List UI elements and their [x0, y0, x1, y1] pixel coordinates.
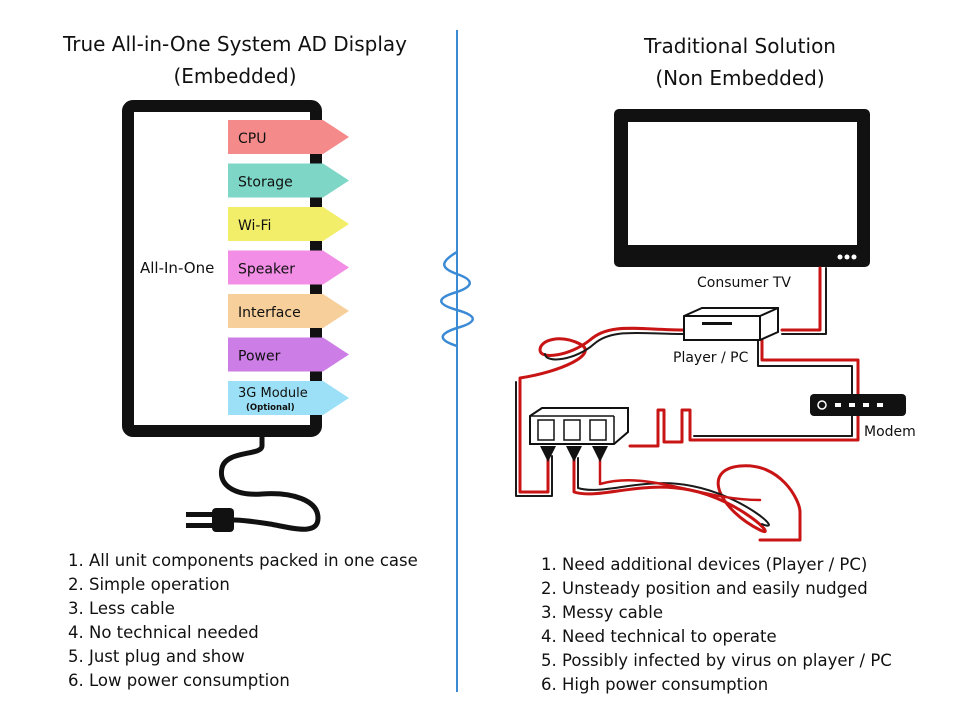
center-divider [456, 30, 458, 692]
modem-icon [810, 394, 906, 416]
plug-icon [212, 508, 234, 532]
list-item: 6. High power consumption [541, 675, 769, 694]
component-arrow [228, 381, 349, 415]
component-label: Speaker [238, 262, 295, 278]
traditional-drawbacks-list: 1. Need additional devices (Player / PC)… [541, 553, 941, 697]
consumer-tv-icon [614, 109, 870, 267]
list-item: 4. Need technical to operate [541, 627, 777, 646]
all-in-one-label: All-In-One [140, 259, 214, 277]
right-title-line2: (Non Embedded) [655, 66, 825, 90]
component-arrow [228, 207, 349, 241]
cables [515, 266, 860, 542]
player-pc-icon [683, 307, 779, 341]
list-item: 2. Unsteady position and easily nudged [541, 579, 868, 598]
list-item: 1. Need additional devices (Player / PC) [541, 555, 868, 574]
component-label: CPU [238, 131, 266, 147]
component-tag-speaker: Speaker [228, 250, 349, 285]
list-item: 3. Less cable [68, 599, 175, 618]
component-label: Interface [238, 305, 301, 321]
component-label: 3G Module [238, 386, 308, 401]
component-label: Storage [238, 175, 293, 191]
component-arrow [228, 250, 349, 285]
wave-icon [440, 250, 474, 348]
component-tag-wi-fi: Wi-Fi [228, 207, 349, 241]
component-tag-cpu: CPU [228, 120, 349, 154]
power-cord [186, 431, 321, 532]
component-tag-power: Power [228, 337, 349, 372]
right-title: Traditional Solution (Non Embedded) [590, 30, 890, 94]
list-item: 5. Just plug and show [68, 647, 245, 666]
component-tag-interface: Interface [228, 294, 349, 328]
component-label: Power [238, 349, 281, 365]
left-title: True All-in-One System AD Display (Embed… [30, 28, 440, 92]
player-label: Player / PC [673, 350, 749, 366]
list-item: 2. Simple operation [68, 575, 230, 594]
left-title-line2: (Embedded) [173, 64, 297, 88]
component-arrow [228, 294, 349, 328]
embedded-advantages-list: 1. All unit components packed in one cas… [68, 549, 448, 693]
component-arrow [228, 337, 349, 372]
component-label: Wi-Fi [238, 218, 271, 234]
list-item: 5. Possibly infected by virus on player … [541, 651, 892, 670]
list-item: 6. Low power consumption [68, 671, 290, 690]
right-title-line1: Traditional Solution [644, 34, 836, 58]
component-arrow [228, 163, 349, 198]
modem-label: Modem [864, 424, 916, 440]
tv-label: Consumer TV [697, 275, 791, 291]
power-strip-icon [529, 407, 629, 462]
component-tag-storage: Storage [228, 163, 349, 198]
list-item: 1. All unit components packed in one cas… [68, 551, 418, 570]
component-sublabel: (Optional) [246, 403, 295, 413]
left-title-line1: True All-in-One System AD Display [62, 32, 408, 56]
list-item: 4. No technical needed [68, 623, 259, 642]
component-tag-3g-module: 3G Module (Optional) [228, 381, 349, 415]
list-item: 3. Messy cable [541, 603, 663, 622]
component-arrow [228, 120, 349, 154]
